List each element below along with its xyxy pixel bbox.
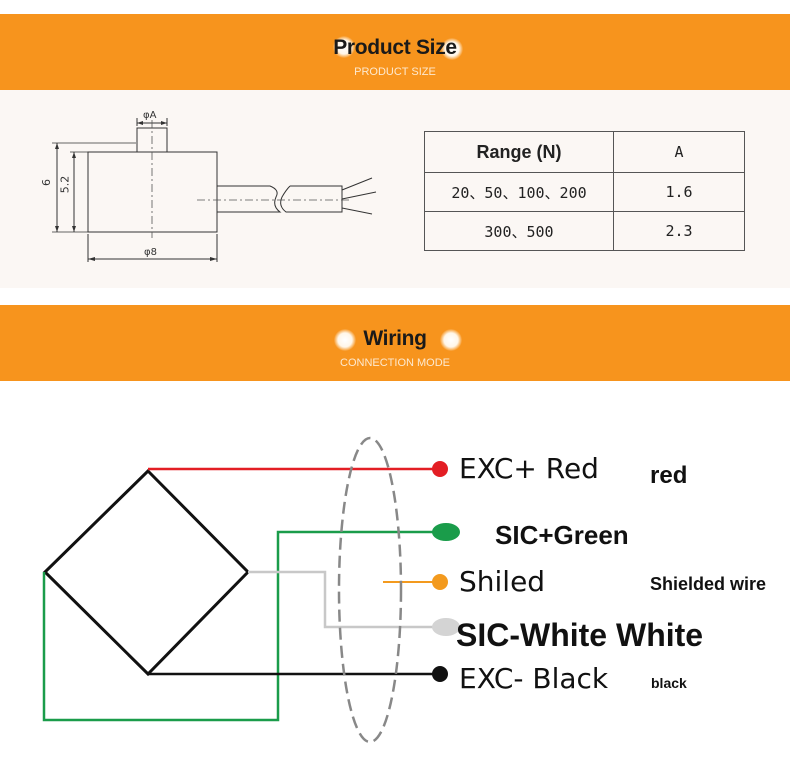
size-table: Range (N) A 20、50、100、200 1.6 300、500 2.… [424, 131, 745, 251]
dim-height-outer: 6 [40, 179, 53, 186]
dim-phi-8: φ8 [144, 247, 157, 258]
glow-icon [440, 329, 462, 351]
wire-label-exc-plus: EXC+ Red [459, 452, 599, 485]
terminal-dot-shield [432, 574, 448, 590]
product-size-banner: Product Size PRODUCT SIZE [0, 14, 790, 90]
wire-note-black: black [651, 675, 687, 691]
dim-height-inner: 5.2 [58, 175, 72, 194]
section-title: Product Size [333, 36, 457, 59]
wire-note-red: red [650, 462, 688, 489]
wire-label-exc-minus: EXC- Black [459, 662, 609, 695]
table-cell: 20、50、100、200 [424, 172, 614, 212]
glow-icon [333, 36, 355, 58]
wire-white [248, 570, 440, 629]
bridge-diamond [42, 468, 251, 677]
terminal-dot-red [432, 461, 448, 477]
column-header: Range (N) [424, 131, 614, 173]
terminal-dot-black [432, 666, 448, 682]
dim-phi-a: φA [143, 110, 157, 121]
glow-icon [441, 38, 463, 60]
glow-icon [334, 329, 356, 351]
table-cell: 300、500 [424, 211, 614, 251]
wire-label-shield: Shiled [459, 565, 546, 598]
section-title: Wiring [363, 327, 427, 350]
table-header-row: Range (N) A [424, 131, 745, 173]
wiring-banner: Wiring CONNECTION MODE [0, 305, 790, 381]
section-subtitle: PRODUCT SIZE [354, 66, 436, 78]
table-row: 20、50、100、200 1.6 [424, 172, 745, 212]
table-cell: 1.6 [613, 172, 745, 212]
wire-label-sic-plus: SIC+Green [495, 520, 629, 550]
column-header: A [613, 131, 745, 173]
wire-green [42, 530, 440, 722]
cable-bundle [337, 436, 403, 744]
section-subtitle: CONNECTION MODE [340, 357, 450, 369]
wire-label-sic-minus: SIC-White White [456, 617, 704, 653]
wire-note-shield: Shielded wire [650, 574, 767, 594]
table-row: 300、500 2.3 [424, 211, 745, 251]
terminal-dot-green [432, 523, 460, 541]
table-cell: 2.3 [613, 211, 745, 251]
